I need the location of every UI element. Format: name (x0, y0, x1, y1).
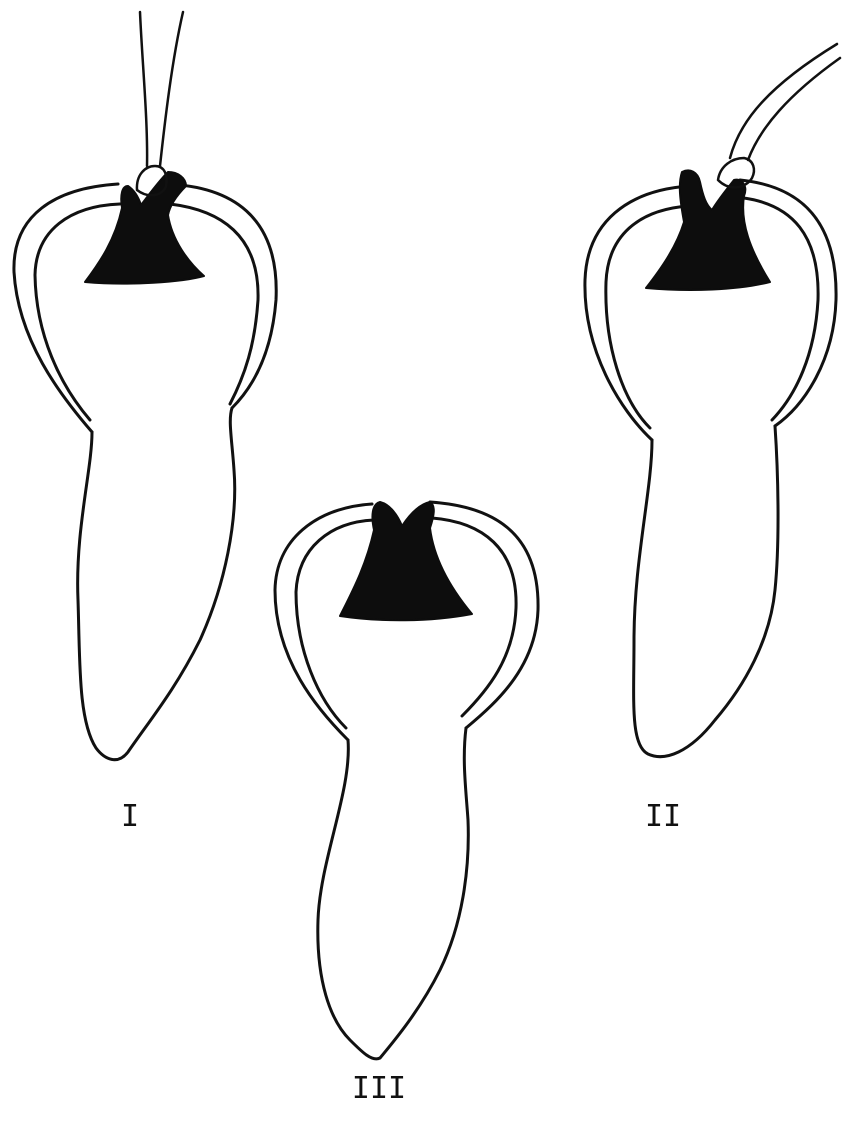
figure-III: III (275, 502, 538, 1106)
figure-I-dark-cap (85, 172, 204, 284)
figure-I-body-outline (78, 408, 235, 760)
figure-III-body-outline (318, 728, 468, 1059)
figure-I-flagellum-right (160, 12, 183, 166)
figure-I-flagellum-left (140, 12, 147, 166)
figure-II-label: II (645, 799, 681, 834)
figure-II: II (585, 44, 840, 834)
figure-II-flagellum-upper (730, 44, 837, 158)
figure-III-label: III (352, 1071, 406, 1106)
figure-II-body-outline (634, 426, 778, 757)
figure-I-label: I (121, 799, 139, 834)
figure-I: I (14, 12, 276, 834)
